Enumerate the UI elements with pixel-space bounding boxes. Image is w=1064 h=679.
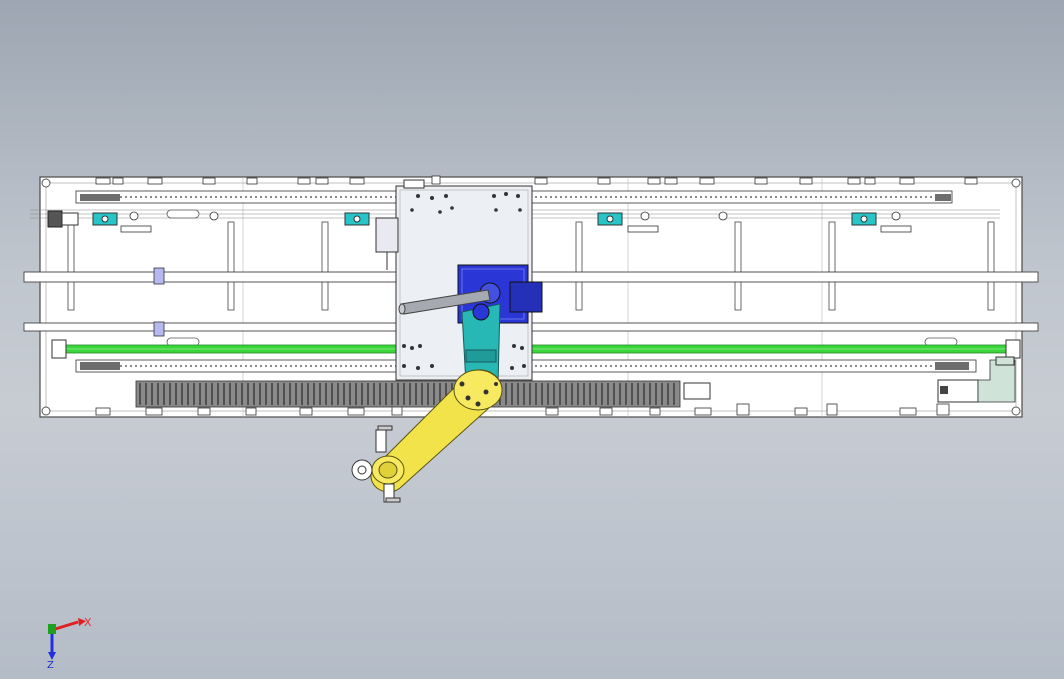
- x-axis-line: [51, 620, 79, 632]
- robot-base-motor: [457, 264, 543, 324]
- conveyor-belt: [51, 339, 1021, 359]
- proximity-sensors: [92, 212, 877, 226]
- slot-holes: [166, 209, 958, 347]
- robot-arm: [370, 369, 503, 493]
- top-clamp-row: [95, 175, 978, 185]
- bottom-clamp-row: [95, 403, 950, 416]
- sensor-2: [344, 212, 370, 226]
- sensor-4: [851, 212, 877, 226]
- y-axis-marker: [48, 624, 56, 634]
- x-axis-arrow: [78, 618, 86, 626]
- x-axis-label: X: [84, 616, 92, 629]
- rail-clamps: [153, 267, 165, 337]
- sensor-1: [92, 212, 118, 226]
- support-columns: [67, 221, 995, 311]
- axis-triad: X Z: [47, 616, 92, 668]
- z-axis-arrow: [48, 652, 56, 660]
- left-end-block: [47, 210, 79, 228]
- cable-drag-chain: [135, 380, 711, 408]
- z-axis-label: Z: [47, 660, 54, 668]
- extension-tube: [398, 289, 491, 315]
- elbow-fitting: [937, 356, 1016, 403]
- bearing-blocks: [120, 211, 912, 233]
- robot-link-1: [461, 303, 501, 385]
- end-effector: [351, 425, 401, 503]
- sensor-3: [597, 212, 623, 226]
